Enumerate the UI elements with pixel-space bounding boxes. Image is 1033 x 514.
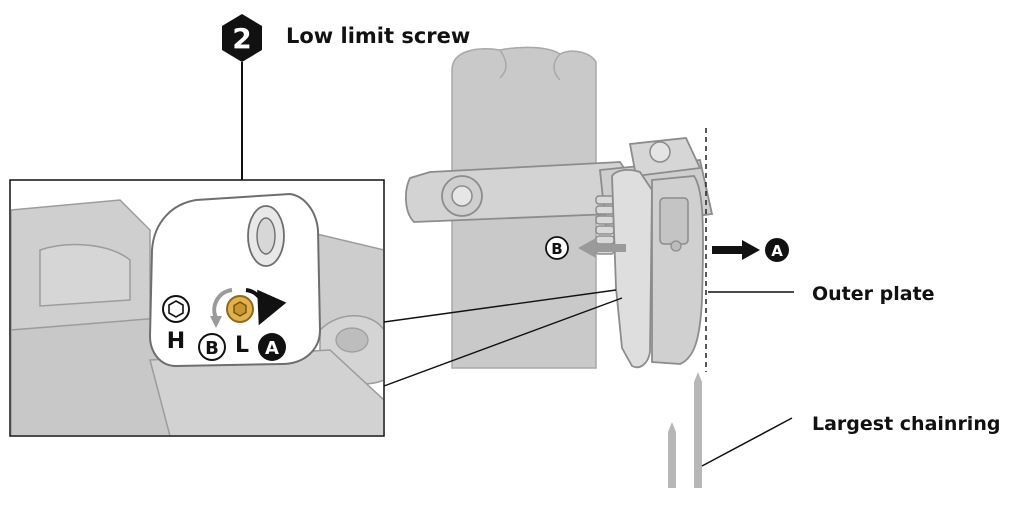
step-badge: 2 xyxy=(222,14,262,62)
outer-plate-label: Outer plate xyxy=(812,283,935,305)
rotate-arrow-b xyxy=(212,288,233,319)
largest-chainring-leader xyxy=(701,417,793,467)
marker-b-inset: B xyxy=(205,338,219,359)
marker-a-inset-circle xyxy=(258,333,286,361)
inset-detail: H L B A xyxy=(9,179,385,437)
label-h: H xyxy=(167,329,185,354)
direction-arrow-b: B xyxy=(545,236,626,260)
derailleur-body xyxy=(405,137,714,369)
direction-arrow-a: A xyxy=(712,238,789,262)
marker-a-right: A xyxy=(771,242,783,260)
zoom-connector-lines xyxy=(383,289,623,387)
label-l: L xyxy=(235,333,249,358)
chainring-arrows xyxy=(668,372,702,488)
step-number: 2 xyxy=(232,22,251,55)
step-title: Low limit screw xyxy=(286,24,470,48)
rotate-arrow-a xyxy=(245,288,287,326)
largest-chainring-label: Largest chainring xyxy=(812,413,1000,435)
marker-b-right: B xyxy=(551,240,562,258)
high-limit-screw xyxy=(162,295,190,323)
marker-b-inset-circle xyxy=(198,333,226,361)
marker-a-inset: A xyxy=(265,338,279,359)
